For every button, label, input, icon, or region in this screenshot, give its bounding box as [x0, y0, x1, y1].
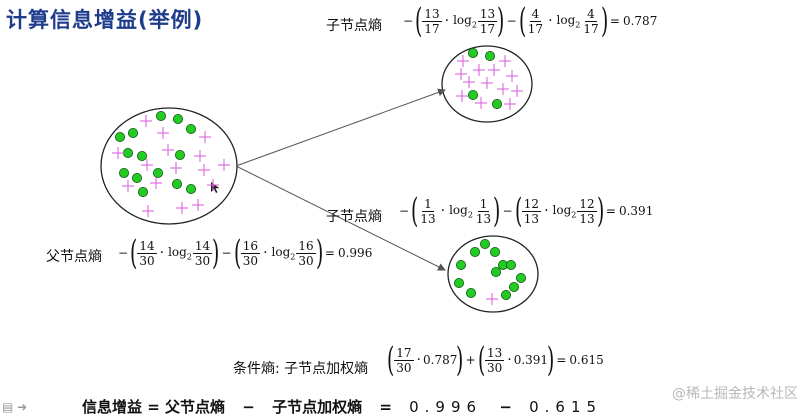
info-gain-equals: = — [379, 398, 392, 416]
child-top-plus-point — [499, 55, 511, 67]
play-forward-icon[interactable]: ➜ — [17, 400, 28, 414]
child-bottom-green-point — [500, 289, 511, 300]
parent-green-point — [185, 124, 196, 135]
conditional-entropy-result: 0.615 — [569, 353, 604, 367]
parent-plus-point — [170, 162, 182, 174]
child-top-plus-point — [511, 85, 523, 97]
parent-plus-point — [122, 180, 134, 192]
parent-plus-point — [198, 164, 210, 176]
info-gain-term2: 子节点加权熵 — [272, 398, 363, 416]
parent-green-point — [171, 178, 182, 189]
child-bottom-green-point — [465, 287, 476, 298]
child-top-entropy-label: 子节点熵 — [326, 18, 382, 34]
parent-entropy-result: 0.996 — [337, 246, 373, 260]
child-top-plus-point — [504, 98, 516, 110]
info-gain-v1: 0.996 — [409, 398, 483, 416]
mouse-cursor-icon — [211, 182, 220, 193]
parent-green-point — [155, 111, 166, 122]
parent-plus-point — [199, 131, 211, 143]
child-top-plus-point — [473, 64, 485, 76]
child-bottom-green-point — [505, 259, 516, 270]
parent-green-point — [185, 183, 196, 194]
parent-green-point — [174, 149, 185, 160]
parent-plus-point — [207, 179, 219, 191]
parent-green-point — [115, 131, 126, 142]
child-bottom-green-point — [455, 259, 466, 270]
info-gain-minus: − — [242, 398, 255, 416]
arrow-to-top-child — [235, 88, 446, 167]
parent-plus-point — [176, 202, 188, 214]
child-bottom-entropy-label: 子节点熵 — [326, 209, 382, 225]
parent-node-circle — [100, 107, 238, 225]
parent-plus-point — [150, 177, 162, 189]
parent-green-point — [137, 186, 148, 197]
child-top-plus-point — [488, 64, 500, 76]
child-top-green-point — [491, 99, 502, 110]
child-bottom-green-point — [489, 246, 500, 257]
watermark: @稀土掘金技术社区 — [672, 386, 798, 402]
parent-plus-point — [162, 144, 174, 156]
child-top-plus-point — [506, 70, 518, 82]
parent-green-point — [172, 114, 183, 125]
parent-entropy-label: 父节点熵 — [46, 249, 102, 265]
parent-plus-point — [142, 205, 154, 217]
parent-plus-point — [112, 147, 124, 159]
child-top-plus-point — [475, 97, 487, 109]
child-bottom-green-point — [516, 272, 527, 283]
child-top-plus-point — [456, 90, 468, 102]
child-top-plus-point — [463, 76, 475, 88]
info-gain-v2: 0.615 — [529, 398, 603, 416]
info-gain-lhs: 信息增益 = 父节点熵 — [82, 398, 226, 416]
parent-green-point — [123, 147, 134, 158]
child-top-plus-point — [455, 68, 467, 80]
child-node-top-circle — [441, 45, 533, 123]
child-bottom-green-point — [479, 238, 490, 249]
parent-plus-point — [218, 159, 230, 171]
parent-green-point — [136, 150, 147, 161]
child-bottom-green-point — [508, 281, 519, 292]
child-bottom-plus-point — [486, 293, 498, 305]
child-top-plus-point — [481, 77, 493, 89]
parent-green-point — [127, 127, 138, 138]
child-bottom-green-point — [453, 277, 464, 288]
parent-green-point — [119, 167, 130, 178]
info-gain-formula: 信息增益 = 父节点熵 − 子节点加权熵 = 0.996 − 0.615 — [82, 396, 614, 417]
parent-plus-point — [192, 199, 204, 211]
info-gain-minus2: − — [499, 398, 512, 416]
parent-green-point — [131, 172, 142, 183]
menu-icon[interactable]: ▤ — [2, 400, 14, 414]
parent-plus-point — [194, 150, 206, 162]
child-top-plus-point — [497, 83, 509, 95]
child-top-green-point — [467, 48, 478, 59]
child-bottom-green-point — [490, 266, 501, 277]
parent-plus-point — [157, 127, 169, 139]
child-top-green-point — [467, 90, 478, 101]
parent-plus-point — [140, 115, 152, 127]
child-node-bottom-circle — [447, 235, 539, 313]
conditional-entropy-label: 条件熵: 子节点加权熵 — [233, 361, 369, 377]
child-top-entropy-result: 0.787 — [622, 14, 658, 28]
parent-green-point — [152, 167, 163, 178]
parent-plus-point — [141, 159, 153, 171]
page-title: 计算信息增益(举例) — [6, 8, 204, 32]
child-top-plus-point — [457, 55, 469, 67]
child-bottom-entropy-result: 0.391 — [618, 204, 654, 218]
child-bottom-green-point — [469, 246, 480, 257]
child-top-green-point — [484, 51, 495, 62]
player-controls[interactable]: ▤ ➜ — [2, 400, 27, 414]
arrow-to-bottom-child — [235, 165, 446, 271]
